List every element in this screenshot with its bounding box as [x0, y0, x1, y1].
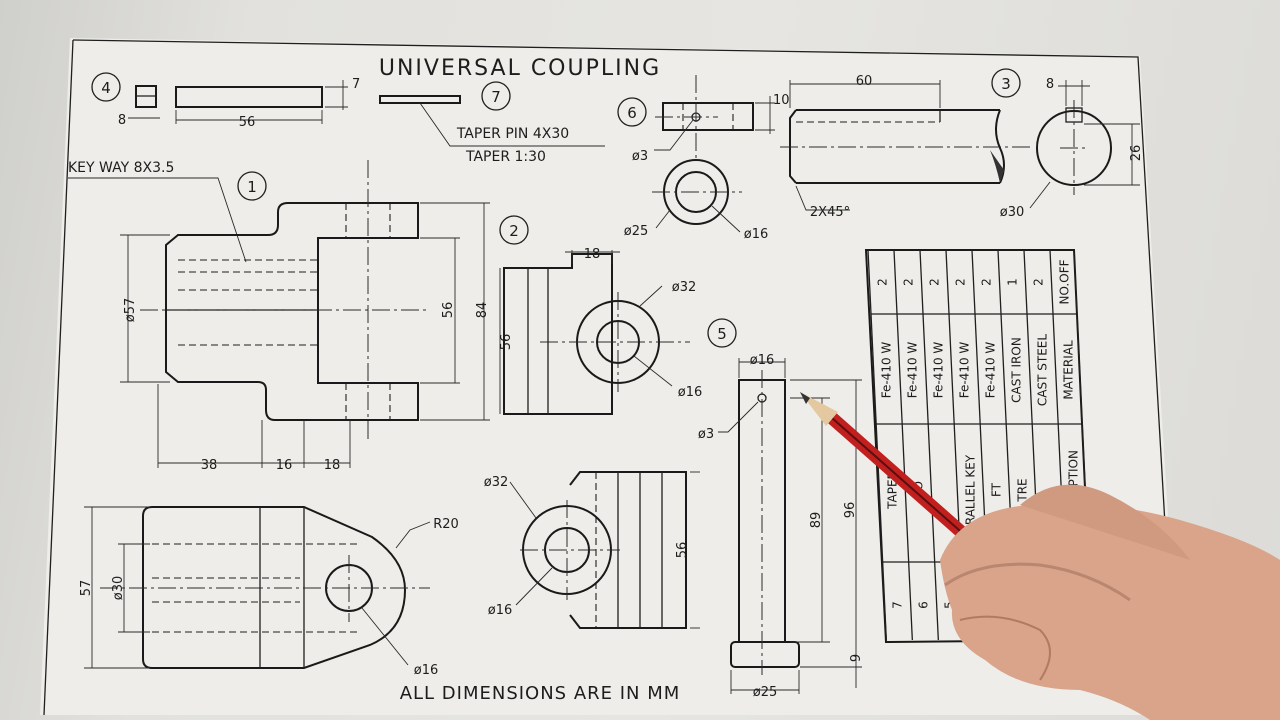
- dim-p5-9: 9: [849, 654, 864, 662]
- part-7-taper-pin: 7 TAPER PIN 4X30 TAPER 1:30: [379, 81, 605, 165]
- table-cell-no-off: 2: [980, 278, 994, 286]
- balloon-7: [481, 81, 511, 111]
- part-4-key: 4 56 8 7: [91, 72, 360, 130]
- table-cell-no-off: 2: [928, 278, 942, 286]
- drawing-title: UNIVERSAL COUPLING: [379, 56, 661, 81]
- table-cell-no-off: 2: [1032, 278, 1046, 286]
- dim-p1-d57: ø57: [123, 298, 138, 323]
- table-cell-material: Fe-410 W: [958, 342, 972, 399]
- dim-p4-56: 56: [239, 115, 256, 130]
- hand-with-pencil: [800, 392, 1280, 720]
- dim-p2-d32: ø32: [672, 280, 697, 295]
- border-frame: [72, 39, 1177, 716]
- dim-p1-38: 38: [201, 458, 218, 473]
- table-cell-material: Fe-410 W: [932, 342, 946, 399]
- table-header-description: IPTION: [1066, 450, 1080, 490]
- table-cell-material: Fe-410 W: [880, 342, 894, 399]
- fork-front-view: R20 ø16 57 ø30: [79, 506, 459, 678]
- dim-p4-8: 8: [118, 113, 126, 128]
- table-cell-part-no: 6: [917, 601, 931, 609]
- part-1-fork: KEY WAY 8X3.5 1 ø57 56 84 38 16 18: [68, 160, 490, 473]
- table-cell-part-no: 7: [891, 601, 905, 609]
- balloon-6: [617, 97, 647, 127]
- dim-p1-18: 18: [324, 458, 341, 473]
- table-cell-description: RALLEL KEY: [963, 454, 977, 525]
- dim-b-d30: ø30: [111, 576, 126, 601]
- dim-p6-10: 10: [773, 93, 790, 108]
- balloon-5-label: 5: [717, 325, 727, 343]
- dim-c-56: 56: [675, 542, 690, 559]
- part-3-shaft: 3 60 2X45° 8 26 ø30: [780, 68, 1144, 220]
- table-cell-material: Fe-410 W: [906, 342, 920, 399]
- part-5-pin: 5 ø16 ø3 89 96 9 ø25: [698, 318, 864, 700]
- balloon-5: [707, 318, 737, 348]
- balloon-1-label: 1: [247, 178, 257, 196]
- balloon-7-label: 7: [491, 88, 501, 106]
- dim-p6-d25: ø25: [624, 224, 649, 239]
- table-header-no-off: NO.OFF: [1058, 259, 1072, 304]
- dim-p6-d3: ø3: [632, 149, 648, 164]
- table-cell-part-no: 5: [943, 601, 957, 609]
- table-cell-description: TRE: [1015, 478, 1029, 502]
- dim-p2-d16: ø16: [678, 385, 703, 400]
- dim-c-d16: ø16: [488, 603, 513, 618]
- dim-p3-8: 8: [1046, 77, 1054, 92]
- note-taper-pin: TAPER PIN 4X30: [456, 126, 569, 142]
- part-6-collar: 6 10 ø3 ø25 ø16: [617, 75, 790, 242]
- dim-p1-16: 16: [276, 458, 293, 473]
- table-cell-description: FT: [989, 482, 1003, 497]
- dim-p1-84: 84: [475, 302, 490, 319]
- dim-b-d16: ø16: [414, 663, 439, 678]
- dim-p5-96: 96: [843, 502, 858, 519]
- balloon-1: [237, 171, 267, 201]
- dim-b-57: 57: [79, 580, 94, 597]
- note-taper: TAPER 1:30: [465, 149, 546, 165]
- dim-p5-d25: ø25: [753, 685, 778, 700]
- balloon-3-label: 3: [1001, 75, 1011, 93]
- dim-p5-d16: ø16: [750, 353, 775, 368]
- balloon-2-label: 2: [509, 222, 519, 240]
- dim-p3-d30: ø30: [1000, 205, 1025, 220]
- table-cell-no-off: 1: [1006, 278, 1020, 286]
- dim-c-d32: ø32: [484, 475, 509, 490]
- table-cell-material: CAST STEEL: [1036, 334, 1050, 406]
- dim-p6-d16: ø16: [744, 227, 769, 242]
- dim-p5-89: 89: [809, 512, 824, 529]
- footer-note: ALL DIMENSIONS ARE IN MM: [400, 683, 681, 704]
- dim-p4-7: 7: [352, 77, 360, 92]
- table-cell-material: CAST IRON: [1010, 337, 1024, 403]
- paper-sheet: [40, 38, 1180, 715]
- part-2-centre: 2 18 ø32 ø16 56: [499, 215, 703, 415]
- balloon-6-label: 6: [627, 104, 637, 122]
- dim-p2-56: 56: [499, 334, 514, 351]
- dim-p1-56: 56: [441, 302, 456, 319]
- balloon-2: [499, 215, 529, 245]
- table-cell-no-off: 2: [954, 278, 968, 286]
- table-cell-no-off: 2: [876, 278, 890, 286]
- dim-b-r20: R20: [433, 517, 459, 532]
- note-chamfer: 2X45°: [810, 205, 850, 220]
- balloon-3: [991, 68, 1021, 98]
- dim-p2-18: 18: [584, 247, 601, 262]
- balloon-4-label: 4: [101, 79, 111, 97]
- table-header-material: MATERIAL: [1062, 340, 1076, 400]
- table-cell-no-off: 2: [902, 278, 916, 286]
- dim-p3-60: 60: [856, 74, 873, 89]
- dim-p5-d3: ø3: [698, 427, 714, 442]
- border-left: [43, 39, 74, 716]
- dim-p3-26: 26: [1129, 145, 1144, 162]
- note-keyway: KEY WAY 8X3.5: [68, 160, 174, 176]
- table-cell-material: Fe-410 W: [984, 342, 998, 399]
- centre-side-view: ø32 ø16 56: [484, 471, 700, 629]
- balloon-4: [91, 72, 121, 102]
